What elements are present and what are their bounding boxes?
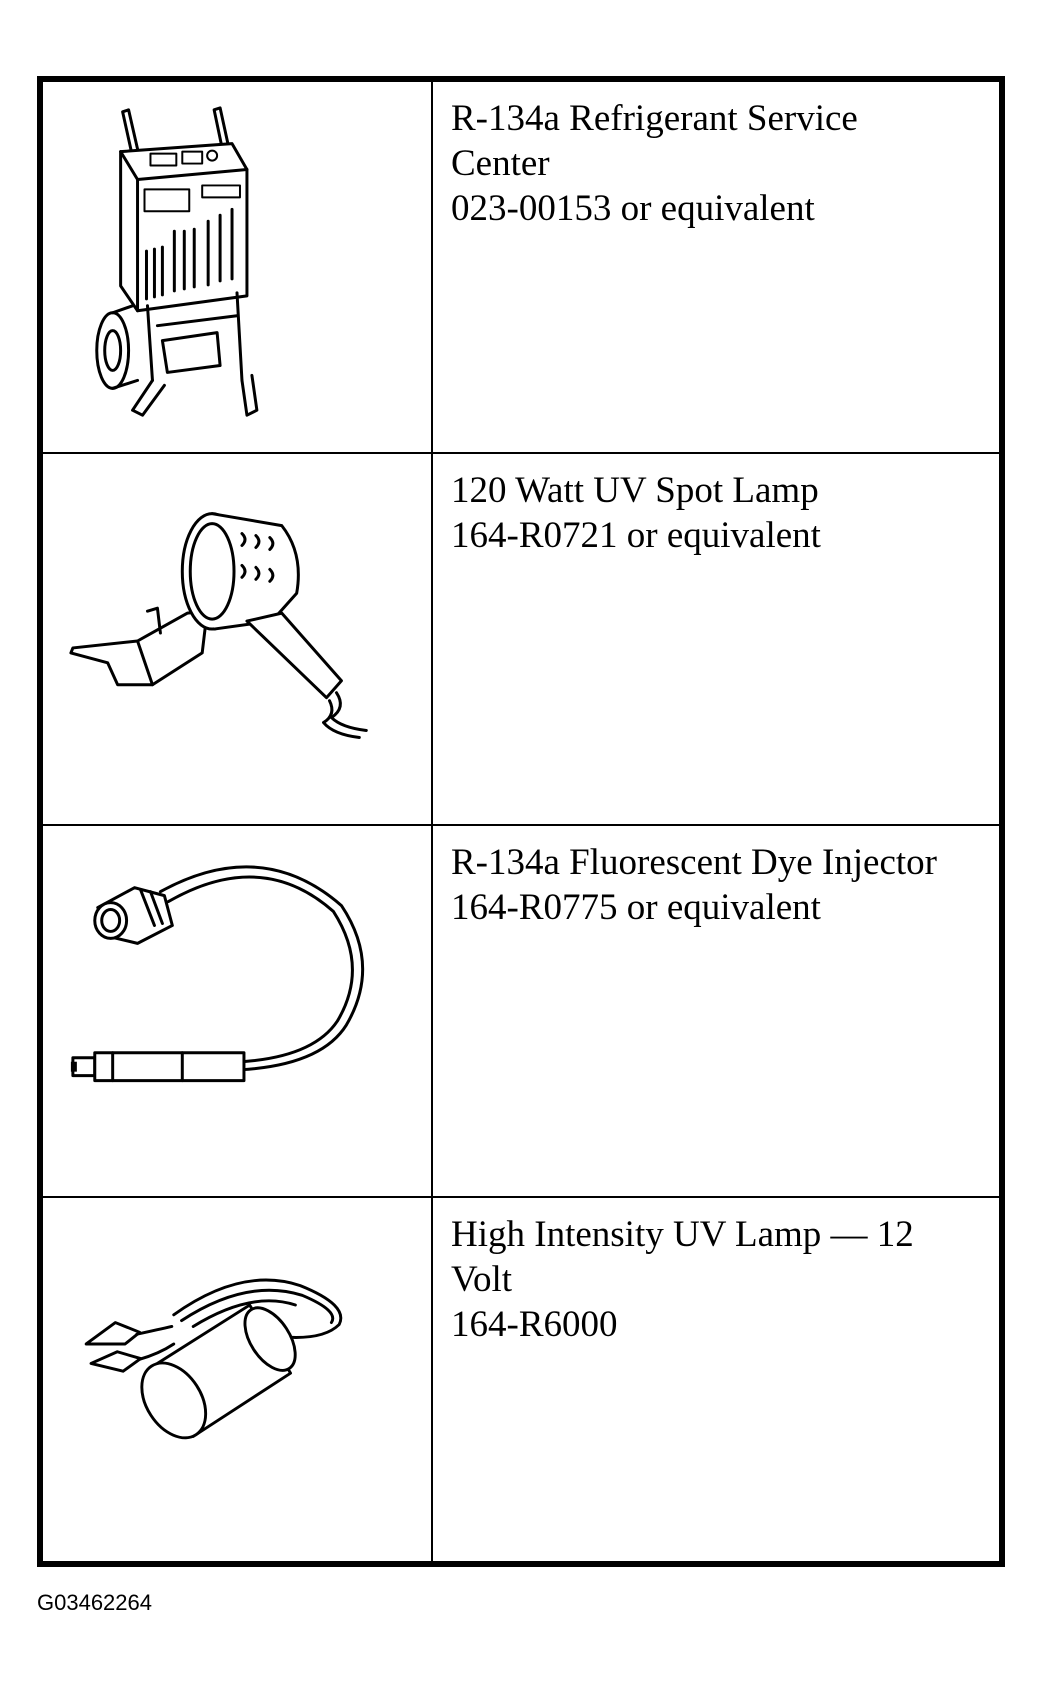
tool-part-number: 164-R6000: [451, 1304, 618, 1345]
tool-name-line: R-134a Refrigerant Service: [451, 98, 858, 139]
dye-injector-icon: [70, 865, 365, 1083]
tool-description-cell: High Intensity UV Lamp — 12 Volt 164-R60…: [433, 1198, 999, 1561]
tool-part-number: 164-R0775 or equivalent: [451, 887, 821, 928]
tool-name-line: Center: [451, 143, 550, 184]
figure-id: G03462264: [37, 1590, 152, 1615]
tool-name-line: R-134a Fluorescent Dye Injector: [451, 842, 937, 883]
tool-name-line: High Intensity UV Lamp — 12: [451, 1214, 914, 1255]
tool-image-cell: [43, 454, 433, 826]
uv-spot-lamp-icon: [69, 512, 368, 739]
tool-image-cell: [43, 1198, 433, 1561]
tool-part-number: 164-R0721 or equivalent: [451, 515, 821, 556]
tool-description-cell: R-134a Refrigerant Service Center 023-00…: [433, 82, 999, 454]
tool-name-line: Volt: [451, 1259, 513, 1300]
tool-image-cell: [43, 82, 433, 454]
tool-image-cell: [43, 826, 433, 1198]
tool-part-number: 023-00153 or equivalent: [451, 188, 815, 229]
tool-name-line: 120 Watt UV Spot Lamp: [451, 470, 819, 511]
tool-description-cell: R-134a Fluorescent Dye Injector 164-R077…: [433, 826, 999, 1198]
refrigerant-service-center-icon: [95, 106, 259, 417]
tool-description-cell: 120 Watt UV Spot Lamp 164-R0721 or equiv…: [433, 454, 999, 826]
tool-table: R-134a Refrigerant Service Center 023-00…: [37, 76, 1005, 1567]
high-intensity-uv-lamp-icon: [84, 1278, 343, 1440]
